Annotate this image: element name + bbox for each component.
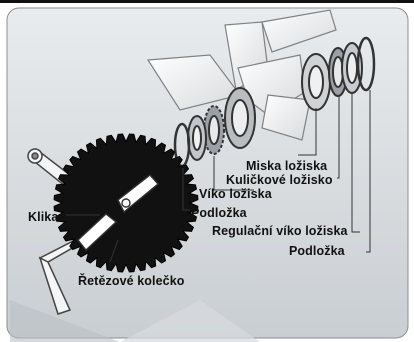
label-klika: Klika	[28, 210, 58, 224]
top-rule	[0, 0, 414, 3]
label-kulickove-lozisko: Kuličkové ložisko	[226, 173, 333, 187]
label-retezove-kolecko: Řetězové kolečko	[78, 274, 185, 288]
label-miska-loziska: Miska ložiska	[246, 159, 327, 173]
label-regulacni-viko-loziska: Regulační víko ložiska	[212, 224, 348, 238]
label-podlozka-left: Podložka	[191, 206, 247, 220]
label-podlozka-right: Podložka	[289, 244, 345, 258]
chainring-center-hole	[122, 199, 130, 207]
label-viko-loziska: Víko ložiska	[199, 187, 272, 201]
